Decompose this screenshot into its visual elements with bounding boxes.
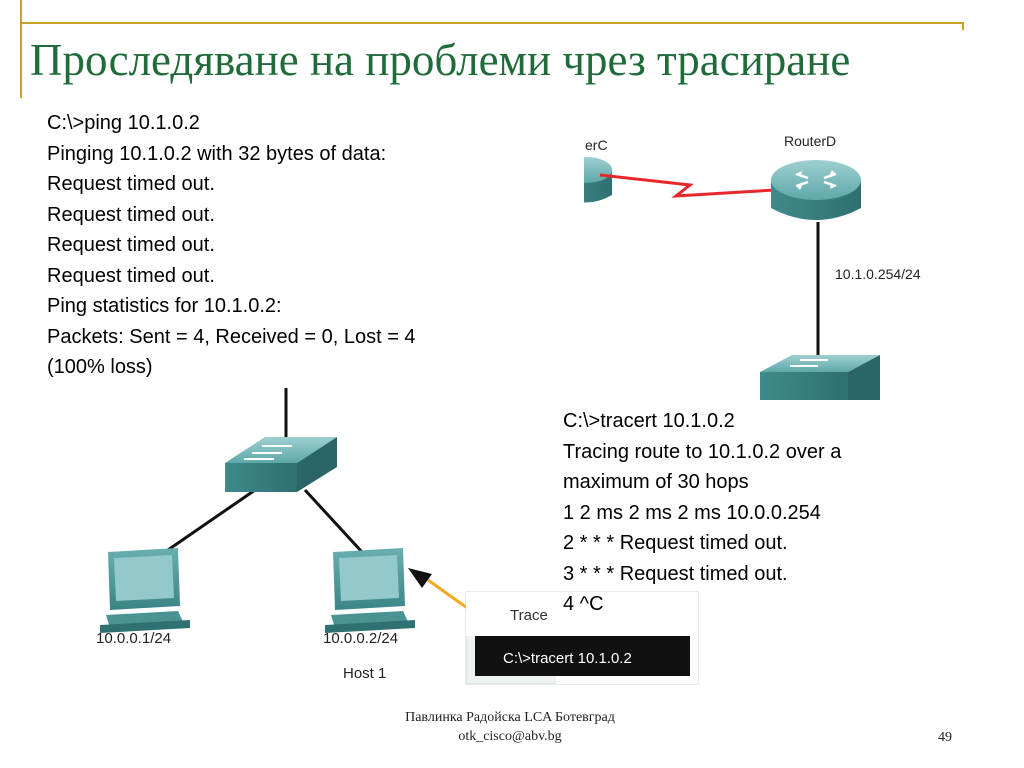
ping-output: C:\>ping 10.1.0.2 Pinging 10.1.0.2 with …	[47, 108, 416, 383]
frame-line-right	[962, 22, 964, 30]
ping-line: C:\>ping 10.1.0.2	[47, 112, 200, 134]
ping-line: (100% loss)	[47, 356, 153, 378]
footer: Павлинка Радойска LCA Ботевград otk_cisc…	[300, 708, 720, 746]
trace-window	[465, 591, 699, 685]
tracert-line: maximum of 30 hops	[563, 471, 749, 493]
ping-line: Request timed out.	[47, 234, 215, 256]
footer-email: otk_cisco@abv.bg	[458, 729, 562, 744]
interface-label: 10.1.0.254/24	[835, 266, 921, 282]
ping-line: Request timed out.	[47, 173, 215, 195]
pc-left-icon	[100, 548, 190, 633]
ping-line: Pinging 10.1.0.2 with 32 bytes of data:	[47, 142, 387, 165]
ping-line: Ping statistics for 10.1.0.2:	[47, 295, 282, 317]
ping-line: Packets: Sent = 4, Received = 0, Lost = …	[47, 325, 416, 348]
pc-right-icon	[325, 548, 415, 633]
tracert-line: Tracing route to 10.1.0.2 over a	[563, 440, 842, 463]
trace-window-command: C:\>tracert 10.1.0.2	[503, 650, 632, 667]
tracert-output: C:\>tracert 10.1.0.2 Tracing route to 10…	[563, 406, 841, 620]
callout-arrowhead	[408, 568, 432, 588]
router-d-icon	[771, 160, 861, 220]
pc-left-label: 10.0.0.1/24	[96, 630, 171, 647]
ping-line: Request timed out.	[47, 203, 215, 226]
trace-window-title: Trace	[510, 607, 548, 624]
frame-line-top	[20, 22, 964, 24]
tracert-line: 1 2 ms 2 ms 2 ms 10.0.0.254	[563, 501, 821, 524]
tracert-line: 4 ^C	[563, 593, 604, 615]
tracert-line: 2 * * * Request timed out.	[563, 532, 788, 554]
router-c-label: erC	[585, 137, 608, 153]
slide-number: 49	[938, 730, 952, 745]
footer-author: Павлинка Радойска LCA Ботевград	[405, 710, 615, 725]
tracert-line: C:\>tracert 10.1.0.2	[563, 410, 735, 432]
ping-line: Request timed out.	[47, 264, 215, 287]
callout-line	[427, 578, 471, 612]
switch-right-icon	[760, 355, 880, 400]
slide-title: Проследяване на проблеми чрез трасиране	[30, 35, 851, 85]
host-label: Host 1	[343, 665, 386, 682]
switch-left-icon	[225, 437, 337, 492]
router-d-label: RouterD	[784, 133, 836, 149]
pc-right-label: 10.0.0.2/24	[323, 630, 398, 647]
link-switch-pc-right	[303, 488, 364, 554]
tracert-line: 3 * * * Request timed out.	[563, 562, 788, 585]
frame-line-left	[20, 0, 22, 98]
link-switch-pc-left	[164, 488, 256, 554]
serial-link	[599, 173, 776, 198]
